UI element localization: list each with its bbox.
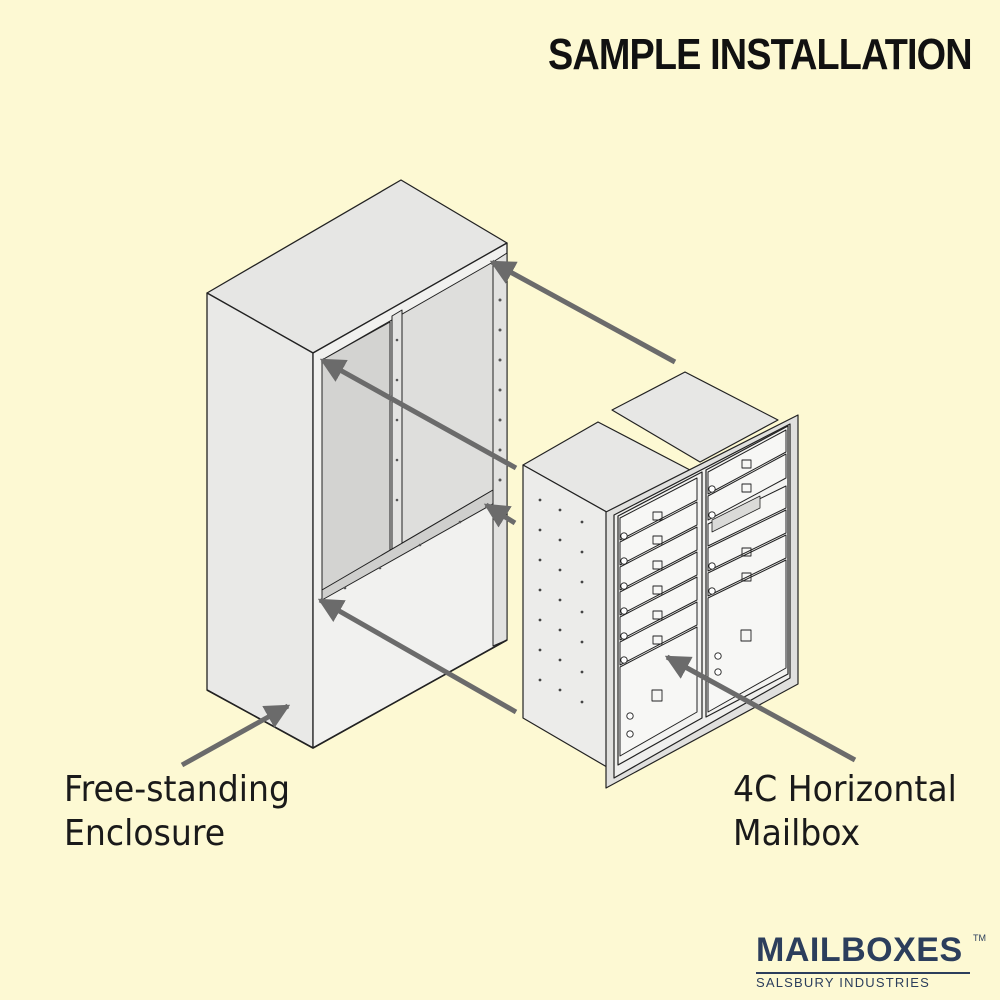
- arrow-upper-left: [319, 357, 518, 471]
- arrow-enclosure-label: [180, 703, 291, 768]
- arrow-middle: [483, 502, 517, 528]
- enclosure-label-line1: Free-standing: [64, 769, 291, 810]
- horizontal-mailbox: [522, 371, 799, 789]
- mailboxes-logo: MAILBOXES TM SALSBURY INDUSTRIES: [740, 925, 990, 995]
- mailbox-label-line2: Mailbox: [733, 813, 861, 854]
- arrow-mailbox-label: [664, 654, 857, 763]
- arrow-lower-left: [317, 597, 518, 715]
- diagram-title: SAMPLE INSTALLATION: [548, 30, 973, 79]
- installation-arrows: [180, 259, 857, 768]
- arrow-top-right: [489, 259, 677, 365]
- freestanding-enclosure: [206, 179, 508, 749]
- mailbox-label: 4C Horizontal Mailbox: [733, 768, 957, 856]
- logo-subtitle: SALSBURY INDUSTRIES: [756, 975, 931, 990]
- enclosure-label-line2: Enclosure: [64, 813, 226, 854]
- enclosure-label: Free-standing Enclosure: [64, 768, 290, 856]
- logo-trademark: TM: [973, 933, 986, 943]
- mailbox-label-line1: 4C Horizontal: [733, 769, 957, 810]
- logo-rule: [756, 972, 970, 974]
- logo-wordmark: MAILBOXES: [756, 931, 963, 969]
